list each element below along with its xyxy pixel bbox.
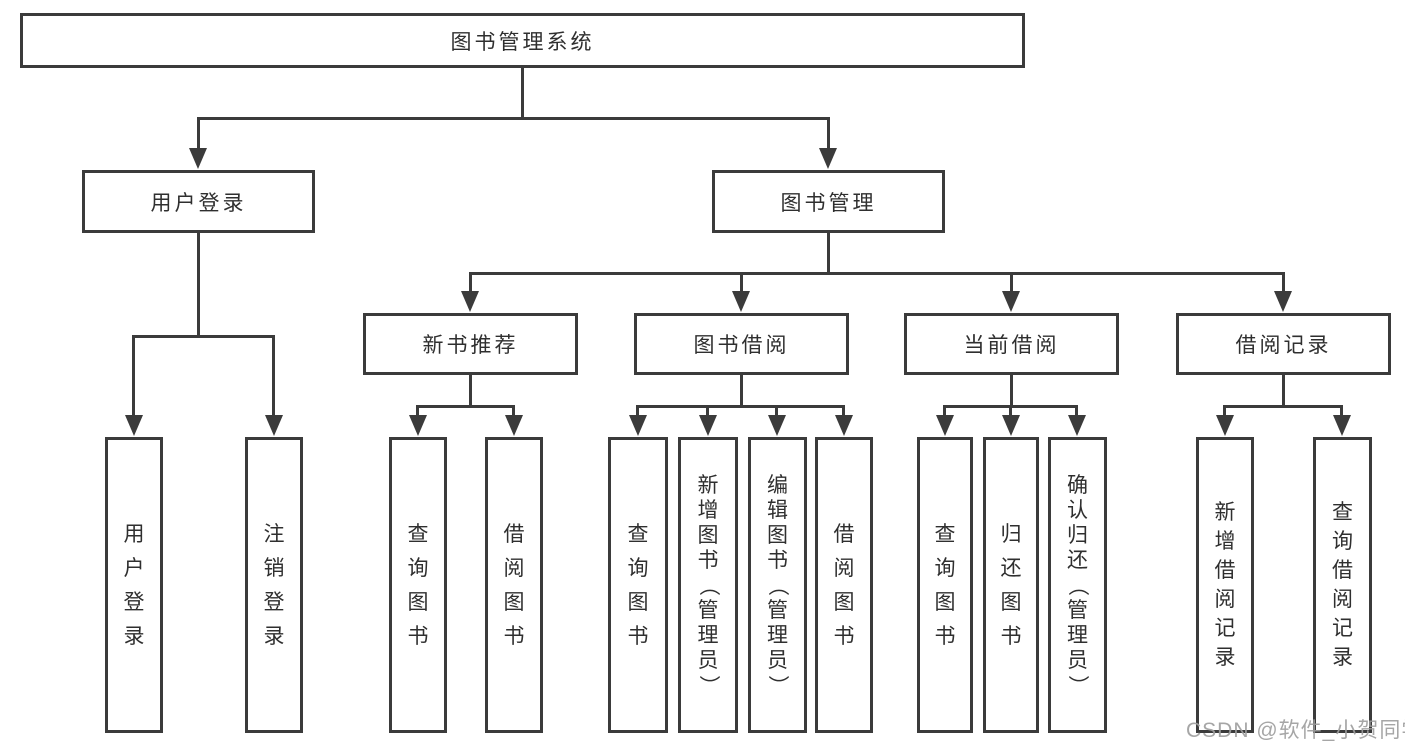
arrow-down-icon: [1274, 291, 1292, 312]
connector-line: [1223, 405, 1226, 418]
arrow-down-icon: [936, 415, 954, 436]
arrow-down-icon: [461, 291, 479, 312]
node-leaf-return-books: 归还图书: [983, 437, 1039, 733]
node-leaf-query-books-borrowing: 查询图书: [608, 437, 668, 733]
connector-line: [521, 68, 524, 118]
connector-line: [197, 233, 200, 337]
node-leaf-borrow-books: 借阅图书: [815, 437, 873, 733]
arrow-down-icon: [189, 148, 207, 169]
arrow-down-icon: [1002, 415, 1020, 436]
connector-line: [272, 335, 275, 417]
connector-line: [1009, 405, 1012, 418]
connector-line: [775, 405, 778, 418]
arrow-down-icon: [1002, 291, 1020, 312]
node-book-borrowing: 图书借阅: [634, 313, 849, 375]
arrow-down-icon: [1333, 415, 1351, 436]
arrow-down-icon: [835, 415, 853, 436]
connector-line: [842, 405, 845, 418]
arrow-down-icon: [699, 415, 717, 436]
connector-line: [132, 335, 275, 338]
arrow-down-icon: [409, 415, 427, 436]
connector-line: [740, 272, 743, 292]
arrow-down-icon: [505, 415, 523, 436]
connector-line: [197, 117, 830, 120]
connector-line: [827, 233, 830, 274]
arrow-down-icon: [125, 415, 143, 436]
connector-line: [706, 405, 709, 418]
connector-line: [1010, 272, 1013, 292]
connector-line: [1075, 405, 1078, 418]
connector-line: [1282, 272, 1285, 292]
node-book-management: 图书管理: [712, 170, 945, 233]
node-user-login: 用户登录: [82, 170, 315, 233]
node-new-book-recommend: 新书推荐: [363, 313, 578, 375]
node-borrowing-records: 借阅记录: [1176, 313, 1391, 375]
connector-line: [416, 405, 515, 408]
connector-line: [827, 117, 830, 151]
arrow-down-icon: [768, 415, 786, 436]
arrow-down-icon: [819, 148, 837, 169]
connector-line: [636, 405, 639, 418]
connector-line: [1282, 375, 1285, 407]
node-library-management-system: 图书管理系统: [20, 13, 1025, 68]
node-leaf-query-borrow-record: 查询借阅记录: [1313, 437, 1372, 733]
arrow-down-icon: [629, 415, 647, 436]
connector-line: [740, 375, 743, 407]
node-leaf-query-books-current: 查询图书: [917, 437, 973, 733]
connector-line: [197, 117, 200, 151]
node-leaf-confirm-return-admin: 确认归还（管理员）: [1048, 437, 1107, 733]
connector-line: [943, 405, 946, 418]
connector-line: [469, 272, 1285, 275]
connector-line: [416, 405, 419, 418]
csdn-watermark: CSDN @软件_小贺同学: [1186, 719, 1405, 742]
arrow-down-icon: [1216, 415, 1234, 436]
node-leaf-edit-books-admin: 编辑图书（管理员）: [748, 437, 807, 733]
arrow-down-icon: [1068, 415, 1086, 436]
connector-line: [132, 335, 135, 417]
arrow-down-icon: [732, 291, 750, 312]
connector-line: [512, 405, 515, 418]
node-leaf-logout: 注销登录: [245, 437, 303, 733]
node-leaf-query-books-recommend: 查询图书: [389, 437, 447, 733]
connector-line: [636, 405, 845, 408]
connector-line: [469, 375, 472, 407]
node-leaf-add-books-admin: 新增图书（管理员）: [678, 437, 738, 733]
node-leaf-add-borrow-record: 新增借阅记录: [1196, 437, 1254, 733]
node-current-borrowing: 当前借阅: [904, 313, 1119, 375]
arrow-down-icon: [265, 415, 283, 436]
connector-line: [1340, 405, 1343, 418]
connector-line: [1223, 405, 1343, 408]
node-leaf-user-login: 用户登录: [105, 437, 163, 733]
connector-line: [469, 272, 472, 292]
connector-line: [1010, 375, 1013, 407]
node-leaf-borrow-books-recommend: 借阅图书: [485, 437, 543, 733]
